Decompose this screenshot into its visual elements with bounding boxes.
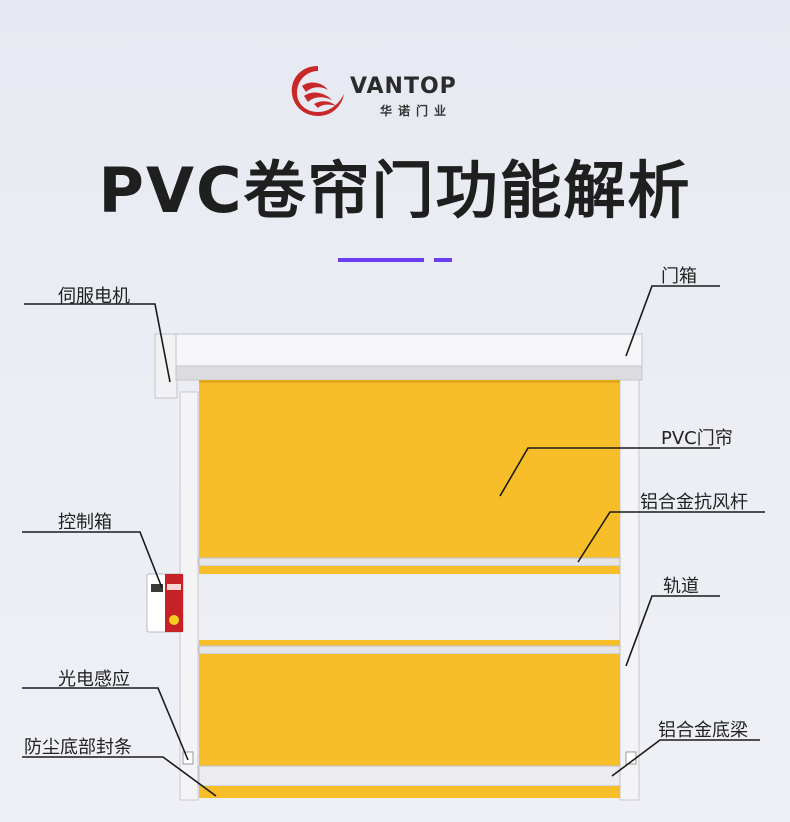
label-bottom-seal: 防尘底部封条 (24, 737, 132, 758)
label-wind-bar: 铝合金抗风杆 (640, 492, 748, 513)
label-bottom-beam: 铝合金底梁 (658, 720, 748, 741)
door-box-body (175, 333, 643, 369)
bottom-seal (199, 786, 620, 798)
title-underline (338, 258, 424, 262)
door-box-lip (175, 365, 643, 381)
label-control-box: 控制箱 (58, 512, 112, 533)
label-photo-sensor: 光电感应 (58, 669, 130, 690)
label-track: 轨道 (663, 576, 699, 597)
wind-bar (198, 557, 621, 567)
bottom-beam (198, 765, 621, 787)
servo-motor-housing (154, 333, 178, 399)
label-servo-motor: 伺服电机 (58, 286, 130, 307)
pvc-curtain-panel (199, 380, 620, 558)
brand-name: VANTOP (350, 74, 457, 99)
right-track (619, 379, 640, 801)
label-pvc-curtain: PVC门帘 (661, 428, 733, 449)
brand-logo: VANTOP 华诺门业 (288, 62, 488, 120)
pvc-curtain-lower (199, 654, 620, 766)
brand-subtitle: 华诺门业 (380, 104, 453, 118)
vantop-logo-icon (291, 66, 344, 116)
title-underline-dash (434, 258, 452, 262)
page-title: PVC卷帘门功能解析 (98, 154, 692, 227)
label-door-box: 门箱 (661, 266, 697, 287)
